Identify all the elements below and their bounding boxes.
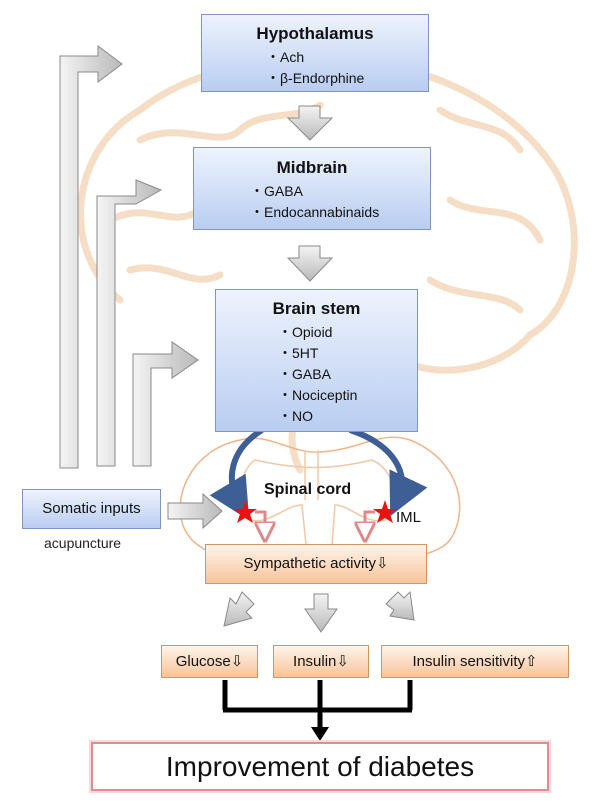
midbrain-box: Midbrain GABA Endocannabinaids <box>193 147 431 230</box>
arrow-to-hypothalamus <box>59 45 123 469</box>
star-left-icon <box>233 500 257 523</box>
sympathetic-activity-box: Sympathetic activity⇩ <box>205 544 427 584</box>
list-item: NO <box>278 406 417 427</box>
outcome-arrows <box>223 590 415 633</box>
ascending-arrows <box>59 45 199 469</box>
iml-label: IML <box>396 509 422 526</box>
descending-arrow-right <box>349 427 428 517</box>
spinal-cord-label: Spinal cord <box>264 481 352 498</box>
brain-down-arrows <box>286 105 334 282</box>
result-arrow-head <box>311 727 329 741</box>
list-item: 5HT <box>278 343 417 364</box>
glucose-box: Glucose⇩ <box>161 645 258 678</box>
list-item: GABA <box>250 181 430 202</box>
list-item: Nociceptin <box>278 385 417 406</box>
list-item: Endocannabinaids <box>250 202 430 223</box>
arrow-to-glucose <box>223 591 255 627</box>
list-item: Ach <box>266 47 428 68</box>
brainstem-title: Brain stem <box>272 299 361 318</box>
arrow-to-sensitivity <box>385 590 415 621</box>
improvement-of-diabetes-box: Improvement of diabetes <box>91 742 549 791</box>
arrow-mid-to-bs <box>286 245 334 282</box>
arrow-hyp-to-mid <box>286 105 334 141</box>
brainstem-box: Brain stem Opioid 5HT GABA Nociceptin NO <box>215 289 418 432</box>
insulin-sensitivity-box: Insulin sensitivity⇧ <box>381 645 569 678</box>
hypothalamus-list: Ach β-Endorphine <box>266 47 428 89</box>
list-item: GABA <box>278 364 417 385</box>
list-item: β-Endorphine <box>266 68 428 89</box>
arrow-to-midbrain <box>96 179 163 467</box>
pink-arrow-left <box>255 510 265 532</box>
star-right-icon <box>373 500 397 523</box>
acupuncture-caption: acupuncture <box>44 535 122 551</box>
somatic-inputs-box: Somatic inputs <box>22 489 161 529</box>
result-connector <box>222 680 413 730</box>
midbrain-title: Midbrain <box>276 158 348 177</box>
list-item: Opioid <box>278 322 417 343</box>
pink-arrow-right <box>365 510 375 532</box>
hypothalamus-title: Hypothalamus <box>256 24 374 43</box>
brainstem-list: Opioid 5HT GABA Nociceptin NO <box>278 322 417 427</box>
arrow-to-insulin <box>304 593 338 633</box>
arrow-to-brainstem <box>132 341 199 467</box>
descending-arrow-left <box>209 427 264 521</box>
arrow-somatic-to-spinal <box>167 492 223 530</box>
midbrain-list: GABA Endocannabinaids <box>250 181 430 223</box>
insulin-box: Insulin⇩ <box>273 645 369 678</box>
hypothalamus-box: Hypothalamus Ach β-Endorphine <box>201 14 429 92</box>
